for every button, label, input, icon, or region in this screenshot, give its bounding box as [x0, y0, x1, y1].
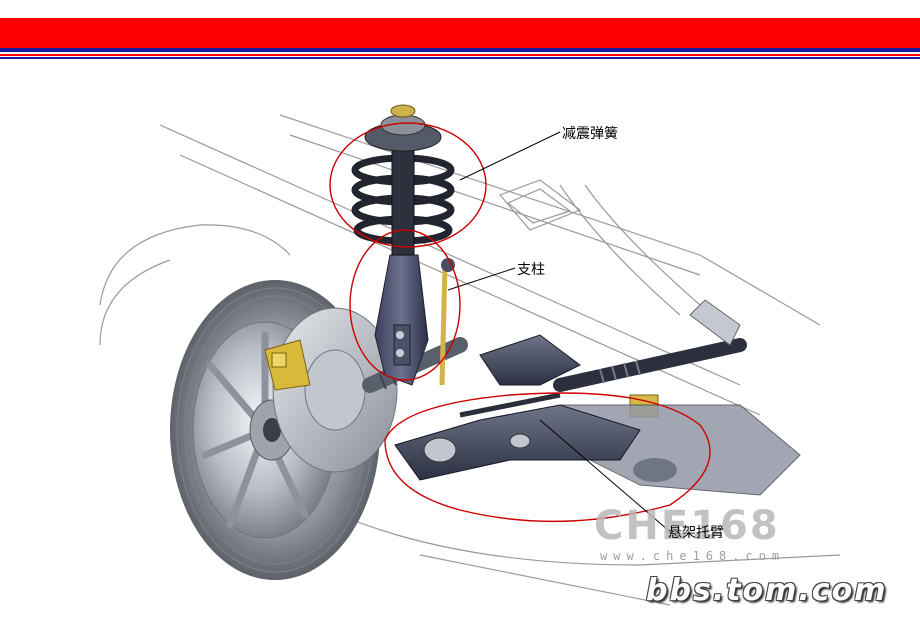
suspension-illustration — [99, 104, 841, 606]
stabilizer-link — [439, 264, 448, 386]
spring-label: 减震弹簧 — [562, 126, 618, 142]
control-arm-highlight — [384, 392, 711, 523]
suspension-diagram: 减震弹簧 支柱 CHE168 www.che168.com bbs.tom.co… — [40, 85, 885, 610]
strut-highlight — [349, 229, 461, 381]
banner-divider-red — [0, 54, 920, 56]
crossmember — [479, 334, 581, 386]
title-banner — [0, 18, 920, 48]
strut-body — [374, 254, 429, 386]
leader-lines — [447, 131, 669, 531]
control-arm-label: 悬架托臂 — [668, 525, 724, 541]
banner-divider-blue — [0, 48, 920, 52]
banner-divider-blue-thin — [0, 57, 920, 59]
strut-label: 支柱 — [517, 262, 545, 278]
highlight-circles — [329, 122, 711, 523]
watermark-brand: CHE168 — [594, 503, 780, 549]
watermark-url: www.che168.com — [600, 549, 786, 563]
spring-highlight — [329, 122, 487, 248]
steering-rack — [553, 338, 747, 392]
watermark-site: bbs.tom.com — [646, 573, 888, 608]
